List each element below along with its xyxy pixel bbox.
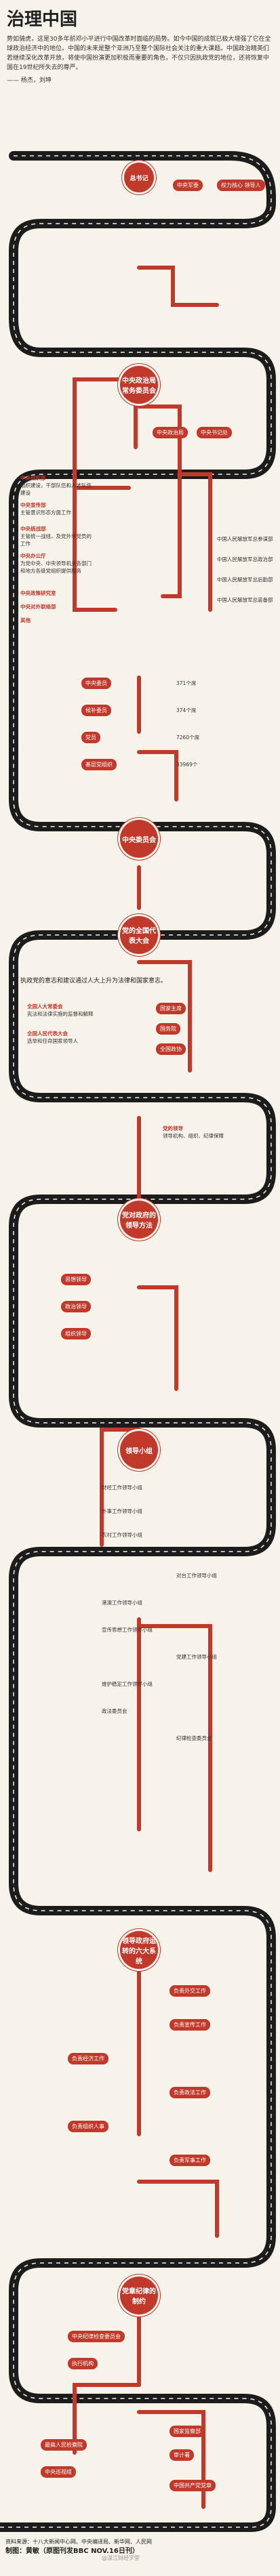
six-2: 负责宣传工作 xyxy=(169,2019,210,2031)
six-6: 负责军事工作 xyxy=(169,2155,210,2166)
tag-office: 中央办公厅为党中央、中央领导机关各部门和地方各级党组织提供服务 xyxy=(20,553,92,574)
pill-political: 政治领导 xyxy=(61,1301,91,1312)
lg-legal: 政法委员会 xyxy=(102,1708,127,1714)
node-pb-standing: 中央政治局常务委员会 xyxy=(120,366,158,404)
author-line: —— 杨杰，刘坤 xyxy=(7,77,52,84)
lg-taiwan: 对台工作领导小组 xyxy=(176,1573,217,1579)
lg-hk: 港澳工作领导小组 xyxy=(102,1600,142,1606)
tag-policy-research: 中央政策研究室 xyxy=(20,590,56,596)
disc-3: 国家监察部 xyxy=(169,2426,205,2437)
node-six-systems: 领导政府运转的六大系统 xyxy=(120,1931,158,1969)
tag-npc-reps: 全国人民代表大会选举和任命国家领导人 xyxy=(27,1031,78,1044)
pill-politburo: 中央政治局 xyxy=(153,427,188,438)
lg-party-building: 党建工作领导小组 xyxy=(176,1654,217,1660)
pill-party-members: 党员 xyxy=(81,732,100,743)
tag-npc-party: 中国人民解放军总参谋部 xyxy=(217,536,273,542)
pill-cc-members: 中央委员 xyxy=(81,678,111,689)
lg-foreign: 外事工作领导小组 xyxy=(102,1508,142,1514)
tag-united-front: 中央统战部主管统一战线，及党外非党员的工作 xyxy=(20,526,92,547)
npc-caption: 执政党的意志和建议通过人大上升为法律和国家意志。 xyxy=(20,978,167,984)
count-alt-members: 374个席 xyxy=(176,707,197,713)
pill-state-president: 国家主席 xyxy=(156,1003,186,1014)
pill-state-council: 国务院 xyxy=(156,1023,180,1035)
tag-pla-politics: 中国人民解放军总政治部 xyxy=(217,556,273,562)
node-general-secretary: 总书记 xyxy=(124,163,154,192)
pill-military-commission: 中央军委 xyxy=(173,180,203,191)
tag-pla-logistics: 中国人民解放军总后勤部 xyxy=(217,577,273,583)
node-leading-groups: 领导小组 xyxy=(120,1431,158,1469)
lg-rural: 农村工作领导小组 xyxy=(102,1532,142,1538)
node-leadership-style: 党对政府的领导方法 xyxy=(120,1201,158,1239)
six-1: 负责外交工作 xyxy=(169,1985,210,1997)
lg-discipline: 纪律检查委员会 xyxy=(176,1735,212,1741)
lg-stability: 维护稳定工作领导小组 xyxy=(102,1681,153,1687)
disc-5: 最高人民检察院 xyxy=(41,2439,87,2451)
pill-cppcc: 全国政协 xyxy=(156,1043,186,1055)
pill-ideology: 思想领导 xyxy=(61,1274,91,1285)
pill-alt-members: 候补委员 xyxy=(81,705,111,716)
disc-2: 执行机构 xyxy=(68,2358,98,2369)
lg-propaganda: 宣传思想工作领导小组 xyxy=(102,1627,153,1633)
tag-policy-research2: 中央对外联络部 xyxy=(20,604,56,610)
sources: 资料来源：十八大新闻中心网、中央编译局、新华网、人民网 xyxy=(5,2539,152,2545)
count-cadres: 33969个 xyxy=(176,762,198,768)
footer: 资料来源：十八大新闻中心网、中央编译局、新华网、人民网 制图：黄敏（原图刊发BB… xyxy=(5,2537,275,2556)
intro-paragraph: 势如骑虎，这是30多年前邓小平进行中国改革时面临的局势。如今中国的成就已极大增强… xyxy=(7,36,271,71)
disc-6: 中央巡视组 xyxy=(41,2466,76,2478)
pill-secretary-role: 权力核心 领导人 xyxy=(217,180,265,191)
count-party-members: 7260个席 xyxy=(176,734,200,741)
six-3: 负责经济工作 xyxy=(68,2053,108,2064)
node-discipline: 党章纪律的制约 xyxy=(120,2277,158,2314)
six-5: 负责组织人事 xyxy=(68,2121,108,2132)
page-title: 治理中国 xyxy=(7,9,78,30)
tag-npc-chair: 全国人大常委会宪法和法律实施的监督和解释 xyxy=(27,1003,94,1017)
tag-party-leadership: 党的领导领导机构、组织、纪律保障 xyxy=(163,1125,224,1139)
pill-cadres: 基层党组织 xyxy=(81,759,117,770)
lg-finance: 财经工作领导小组 xyxy=(102,1484,142,1491)
watermark: @温江财经学堂 xyxy=(102,2555,140,2561)
tag-org-dept: 中央组织部组织建设，干部队伍和人才队伍建设 xyxy=(20,475,92,496)
node-npc: 党的全国代表大会 xyxy=(120,916,158,954)
header: 治理中国 势如骑虎，这是30多年前邓小平进行中国改革时面临的局势。如今中国的成就… xyxy=(7,5,273,84)
tag-propaganda: 中央宣传部主管意识形态方面工作 xyxy=(20,502,71,516)
tag-pla-armament: 中国人民解放军总装备部 xyxy=(217,597,273,603)
disc-1: 中央纪律检查委员会 xyxy=(68,2331,125,2342)
node-cc: 中央委员会 xyxy=(120,820,158,858)
credit: 制图：黄敏（原图刊发BBC NOV.16日刊） xyxy=(5,2548,139,2555)
disc-4: 审计署 xyxy=(169,2449,194,2461)
disc-7: 中国共产党党章 xyxy=(169,2480,216,2491)
count-cc-members: 371个席 xyxy=(176,680,197,686)
six-4: 负责政法工作 xyxy=(169,2087,210,2098)
pill-organizational: 组织领导 xyxy=(61,1328,91,1339)
pill-secretariat: 中央书记处 xyxy=(197,427,232,438)
tag-others: 其他 xyxy=(20,617,31,623)
